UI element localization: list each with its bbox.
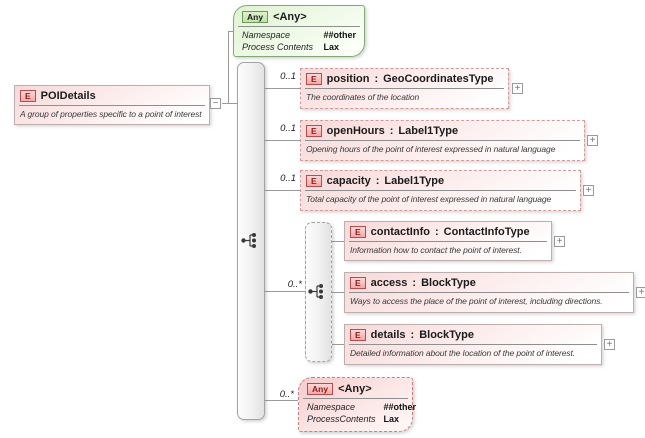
- divider: [305, 88, 504, 89]
- element-capacity[interactable]: E capacity : Label1Type Total capacity o…: [300, 170, 581, 211]
- wildcard-any-top[interactable]: Any <Any> Namespace ##other Process Cont…: [233, 5, 365, 57]
- element-details[interactable]: E details : BlockType Detailed informati…: [344, 324, 602, 365]
- element-annotation: Opening hours of the point of interest e…: [306, 144, 556, 154]
- expand-icon[interactable]: +: [554, 236, 565, 247]
- connector-line: [228, 31, 233, 32]
- element-annotation: Information how to contact the point of …: [350, 245, 522, 255]
- type-separator: :: [410, 329, 415, 341]
- expand-icon[interactable]: +: [587, 135, 598, 146]
- expand-icon[interactable]: +: [604, 339, 615, 350]
- element-icon: E: [350, 277, 366, 289]
- element-name: capacity: [326, 175, 371, 187]
- element-icon: E: [350, 329, 366, 341]
- connector-line: [263, 291, 305, 292]
- connector-line: [222, 103, 237, 104]
- element-name: contactInfo: [370, 226, 430, 238]
- connector-line: [330, 344, 344, 345]
- element-openhours[interactable]: E openHours : Label1Type Opening hours o…: [300, 120, 585, 161]
- element-contactinfo[interactable]: E contactInfo : ContactInfoType Informat…: [344, 221, 552, 261]
- element-type: GeoCoordinatesType: [383, 73, 494, 85]
- element-annotation: Ways to access the place of the point of…: [350, 296, 603, 306]
- element-name: openHours: [326, 125, 385, 137]
- divider: [349, 344, 597, 345]
- property-value: ##other: [323, 30, 356, 40]
- element-type: Label1Type: [384, 175, 445, 187]
- collapse-icon[interactable]: −: [210, 98, 221, 109]
- element-name: details: [370, 329, 406, 341]
- expand-icon[interactable]: +: [512, 83, 523, 94]
- element-annotation: The coordinates of the location: [306, 92, 420, 102]
- property-label: Namespace: [307, 402, 356, 412]
- property-value: Lax: [383, 413, 400, 424]
- cardinality-label: 0..*: [287, 279, 302, 290]
- wildcard-any-bottom[interactable]: Any <Any> Namespace ##other ProcessConte…: [298, 377, 416, 432]
- any-icon: Any: [242, 11, 269, 23]
- type-separator: :: [389, 125, 394, 137]
- divider: [349, 292, 629, 293]
- wildcard-title: <Any>: [338, 383, 372, 395]
- element-position[interactable]: E position : GeoCoordinatesType The coor…: [300, 68, 509, 109]
- type-separator: :: [375, 175, 380, 187]
- element-type: Label1Type: [398, 125, 459, 137]
- element-icon: E: [20, 90, 36, 102]
- divider: [305, 140, 580, 141]
- element-icon: E: [306, 73, 322, 85]
- type-separator: :: [374, 73, 379, 85]
- element-access[interactable]: E access : BlockType Ways to access the …: [344, 272, 634, 313]
- element-type: BlockType: [419, 329, 475, 341]
- connector-line: [263, 140, 300, 141]
- element-icon: E: [306, 175, 322, 187]
- connector-line: [330, 241, 344, 242]
- element-type: BlockType: [421, 277, 476, 289]
- cardinality-label: 0..1: [280, 123, 296, 134]
- property-label: ProcessContents: [307, 413, 376, 424]
- sequence-icon: [308, 284, 323, 299]
- connector-line: [263, 190, 300, 191]
- wildcard-title: <Any>: [273, 11, 307, 23]
- element-icon: E: [350, 226, 366, 238]
- element-name: POIDetails: [40, 90, 96, 102]
- divider: [19, 105, 205, 106]
- element-icon: E: [306, 125, 322, 137]
- cardinality-label: 0..*: [279, 389, 294, 400]
- property-value: ##other: [383, 402, 417, 412]
- element-poidetails[interactable]: E POIDetails A group of properties speci…: [14, 85, 210, 125]
- expand-icon[interactable]: +: [636, 287, 645, 298]
- divider: [238, 26, 360, 27]
- element-name: access: [370, 277, 408, 289]
- connector-line: [330, 292, 344, 293]
- cardinality-label: 0..1: [280, 71, 296, 82]
- property-label: Namespace: [242, 30, 291, 40]
- sequence-icon: [241, 233, 256, 248]
- expand-icon[interactable]: +: [583, 185, 594, 196]
- any-icon: Any: [307, 383, 334, 395]
- sequence-indicator[interactable]: [237, 62, 265, 420]
- divider: [349, 241, 547, 242]
- element-name: position: [326, 73, 370, 85]
- divider: [305, 190, 576, 191]
- element-annotation: A group of properties specific to a poin…: [20, 109, 202, 119]
- divider: [303, 398, 408, 399]
- element-type: ContactInfoType: [443, 226, 530, 238]
- connector-line: [263, 88, 300, 89]
- type-separator: :: [434, 226, 439, 238]
- cardinality-label: 0..1: [280, 173, 296, 184]
- element-annotation: Detailed information about the location …: [350, 348, 576, 358]
- property-label: Process Contents: [242, 41, 314, 52]
- property-value: Lax: [323, 41, 339, 52]
- element-annotation: Total capacity of the point of interest …: [306, 194, 552, 204]
- connector-line: [228, 31, 229, 103]
- type-separator: :: [412, 277, 417, 289]
- connector-line: [263, 400, 298, 401]
